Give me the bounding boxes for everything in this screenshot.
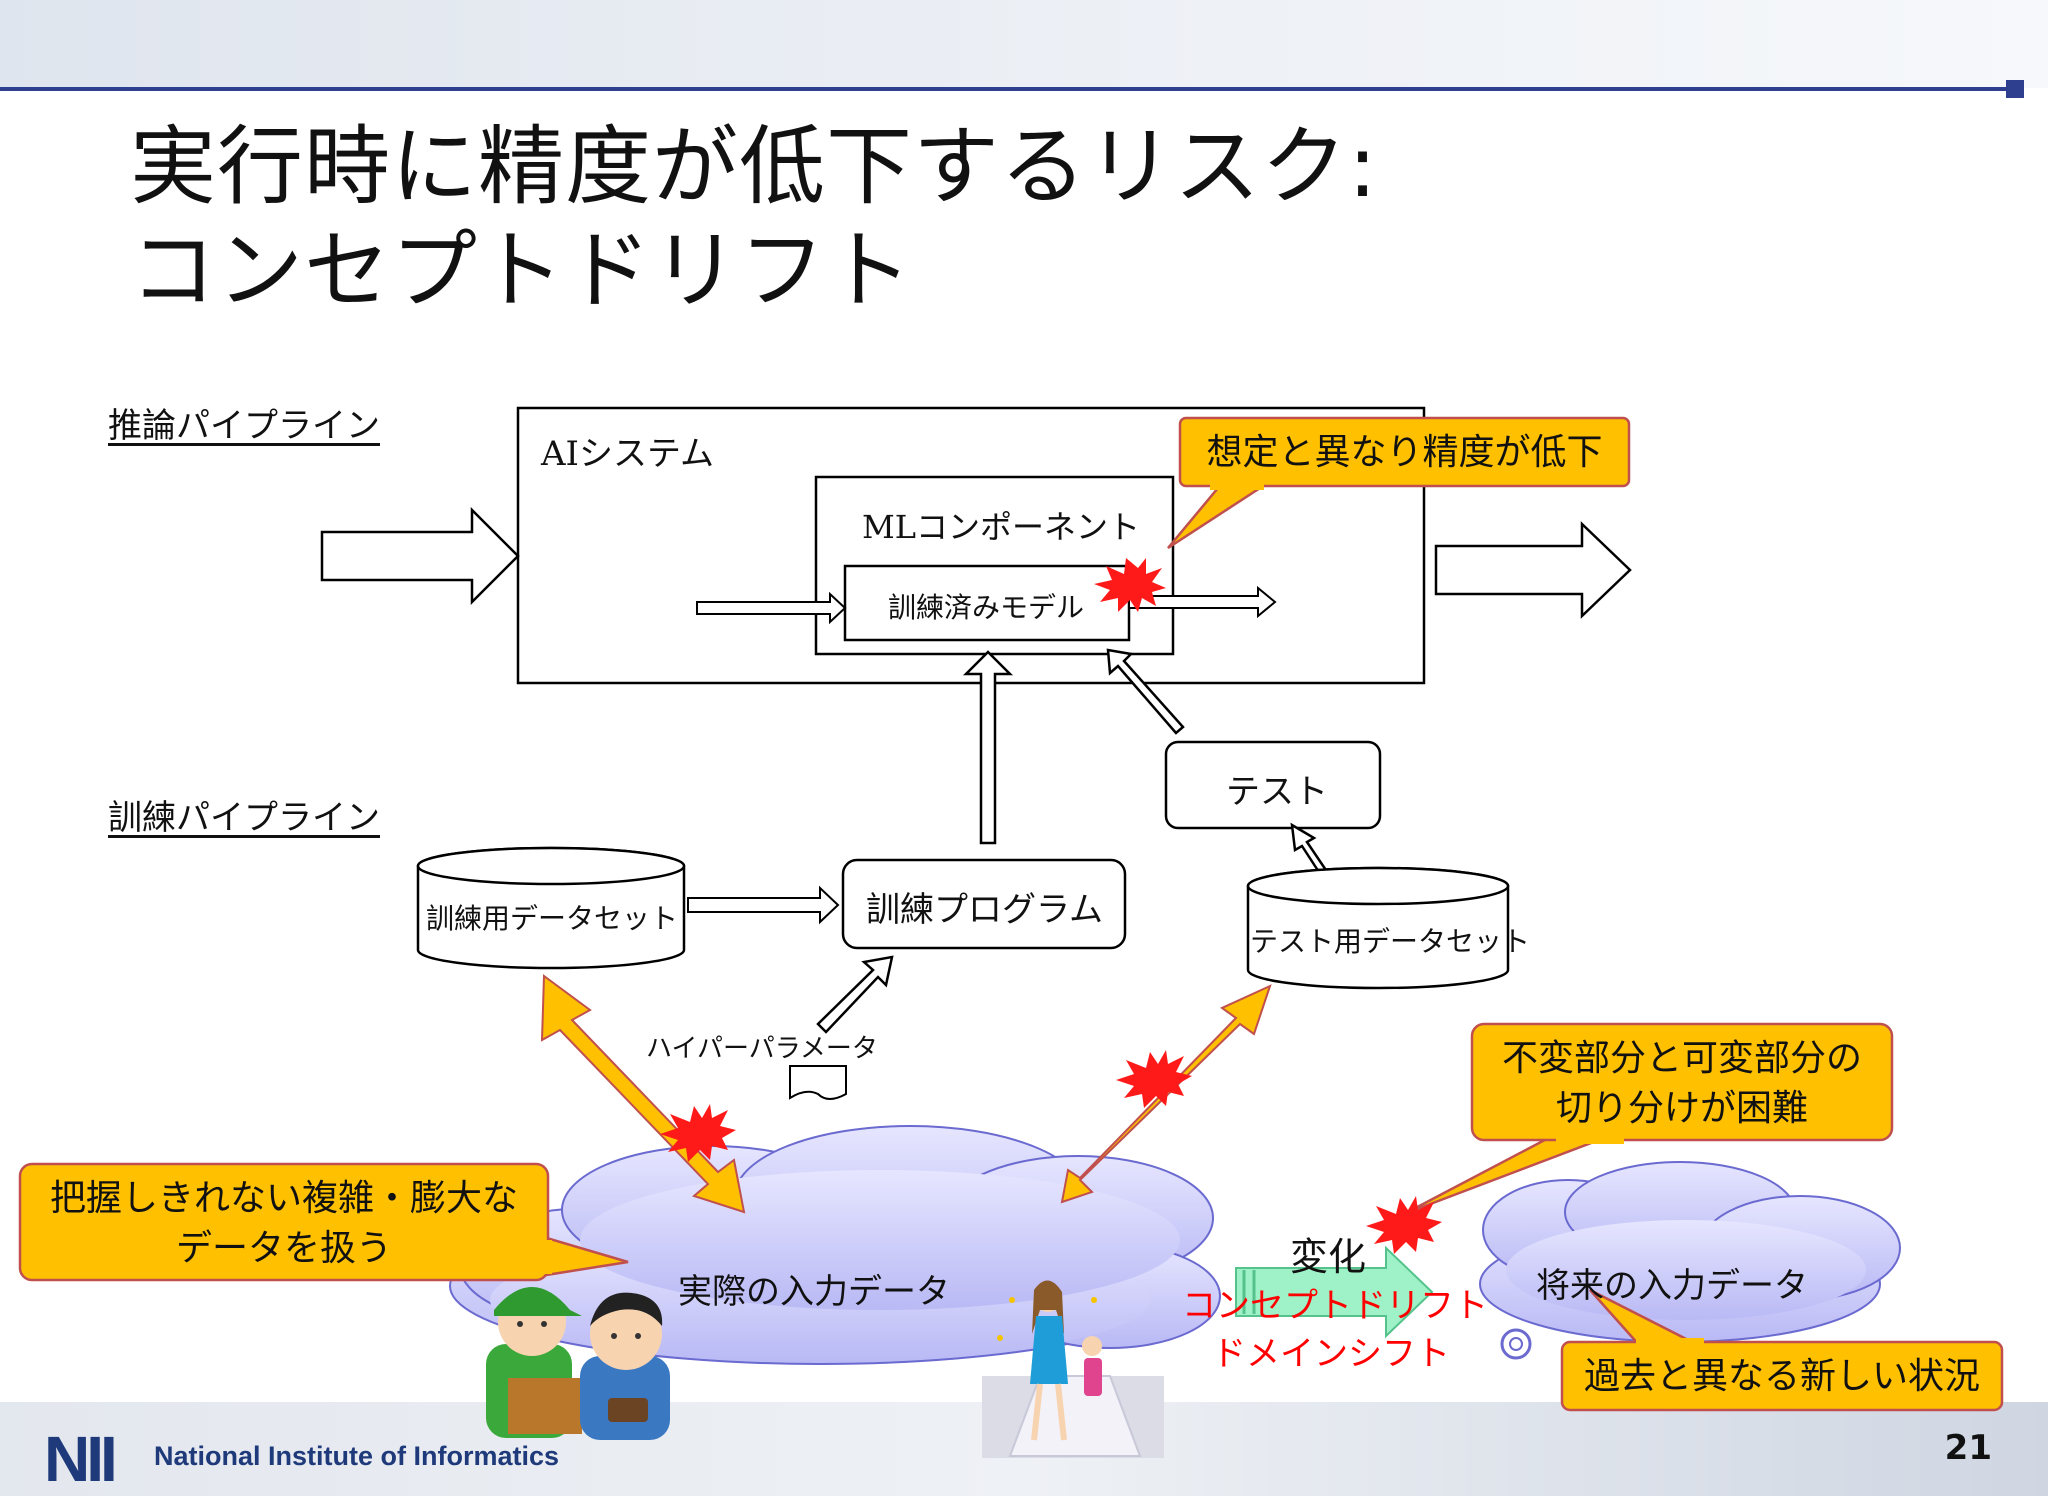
test-dataset-top: [1246, 866, 1510, 906]
test-to-model-arrow: [1106, 648, 1185, 735]
ai-system-label: AIシステム: [541, 434, 714, 474]
training-pipeline-label: 訓練パイプライン: [108, 798, 380, 838]
hyperparameter-document-icon: [789, 1065, 847, 1100]
ml-component-label: MLコンポーネント: [862, 508, 1141, 546]
callout-accuracy-drop: [1178, 416, 1631, 488]
model-input-arrow: [696, 591, 847, 625]
callout-complex-data-text-1: 把握しきれない複雑・膨大な: [49, 1178, 518, 1219]
delivery-person-illustration: [486, 1287, 582, 1438]
header-band: [0, 0, 2048, 88]
training-program-label: 訓練プログラム: [866, 890, 1103, 930]
inference-input-arrow: [320, 506, 520, 606]
callout-new-situation-text: 過去と異なる新しい状況: [1583, 1356, 1980, 1397]
callout-complex-data: [18, 1162, 550, 1282]
burst-icon-change: [1366, 1196, 1442, 1254]
test-box: [1164, 740, 1382, 830]
future-input-cloud: [1479, 1161, 1901, 1343]
burst-icon-model: [1094, 558, 1166, 612]
test-dataset-label: テスト用データセット: [1250, 925, 1531, 958]
training-dataset-label: 訓練用データセット: [426, 902, 679, 935]
callout-complex-data-text-2: データを扱う: [175, 1228, 392, 1269]
trained-model-label: 訓練済みモデル: [888, 591, 1085, 624]
institute-name: National Institute of Informatics: [154, 1441, 560, 1471]
test-label: テスト: [1226, 772, 1328, 812]
model-output-arrow: [1128, 585, 1277, 619]
callout-new-situation: [1560, 1340, 2004, 1412]
slide-title-line2: コンセプトドリフト: [130, 221, 913, 321]
page-number: 21: [1944, 1428, 1992, 1468]
emblem-icon: [1500, 1328, 1532, 1360]
inference-pipeline-label: 推論パイプライン: [108, 406, 380, 446]
callout-separation-text-1: 不変部分と可変部分の: [1501, 1038, 1862, 1079]
header-line-end: [2006, 80, 2024, 98]
runway-illustration: [982, 1280, 1164, 1458]
callout-separation-text-2: 切り分けが困難: [1555, 1088, 1808, 1129]
burst-icon-dataset: [660, 1104, 736, 1162]
change-label: 変化: [1290, 1235, 1367, 1279]
burst-icon-testdata: [1116, 1050, 1192, 1108]
hyperparam-to-program-arrow: [816, 955, 894, 1034]
callout-separation: [1470, 1022, 1894, 1142]
customer-person-illustration: [580, 1292, 670, 1440]
inference-output-arrow: [1434, 521, 1632, 619]
concept-drift-label: コンセプトドリフト: [1182, 1286, 1488, 1326]
dataset-to-program-arrow: [687, 885, 840, 925]
training-dataset-top: [416, 846, 686, 886]
future-input-label: 将来の入力データ: [1536, 1266, 1808, 1306]
training-program-box: [841, 858, 1127, 950]
slide-title-line1: 実行時に精度が低下するリスク:: [130, 117, 1378, 217]
nii-logo: NII: [44, 1423, 118, 1495]
trained-model-box: [843, 564, 1131, 642]
actual-input-label: 実際の入力データ: [678, 1272, 950, 1312]
domain-shift-label: ドメインシフト: [1212, 1334, 1450, 1374]
program-to-model-arrow: [962, 650, 1014, 845]
change-arrow: [1235, 1245, 1434, 1339]
callout-accuracy-drop-text: 想定と異なり精度が低下: [1206, 432, 1603, 473]
hyperparameter-label: ハイパーパラメータ: [646, 1034, 878, 1064]
